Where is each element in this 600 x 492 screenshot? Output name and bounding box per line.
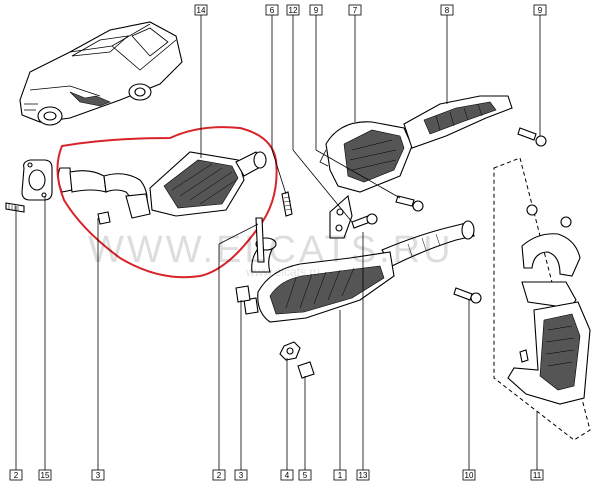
callout-15: 15 <box>38 469 52 481</box>
callout-12: 12 <box>286 4 300 16</box>
svg-text:5: 5 <box>303 471 308 480</box>
callout-9-right: 9 <box>533 4 547 16</box>
callout-10: 10 <box>462 469 476 481</box>
leader-lines <box>15 14 541 470</box>
callout-4: 4 <box>280 469 294 481</box>
svg-text:10: 10 <box>465 471 474 480</box>
callout-labels: 14 6 12 9 7 8 9 2 15 3 2 3 4 5 1 13 10 1… <box>9 4 547 481</box>
callout-1: 1 <box>333 469 347 481</box>
callout-5: 5 <box>298 469 312 481</box>
callout-13: 13 <box>356 469 370 481</box>
callout-2-left: 2 <box>9 469 23 481</box>
svg-text:2: 2 <box>14 471 19 480</box>
hanger-detail-box <box>493 157 591 441</box>
svg-text:14: 14 <box>197 6 206 15</box>
svg-text:12: 12 <box>289 6 298 15</box>
svg-text:3: 3 <box>239 471 244 480</box>
callout-3-left: 3 <box>91 469 105 481</box>
svg-text:2: 2 <box>217 471 222 480</box>
callout-9-top: 9 <box>309 4 323 16</box>
svg-text:1: 1 <box>338 471 343 480</box>
lower-catalyst-assembly <box>235 191 482 379</box>
callout-3-bottom: 3 <box>234 469 248 481</box>
heat-shield-assembly <box>319 95 547 212</box>
svg-text:13: 13 <box>359 471 368 480</box>
svg-text:11: 11 <box>533 471 542 480</box>
callout-14: 14 <box>194 4 208 16</box>
callout-7: 7 <box>348 4 362 16</box>
callout-8: 8 <box>440 4 454 16</box>
svg-text:7: 7 <box>353 6 358 15</box>
car-illustration <box>19 21 183 126</box>
svg-text:4: 4 <box>285 471 290 480</box>
callout-6: 6 <box>265 4 279 16</box>
catalytic-converter-assembly <box>5 151 267 225</box>
callout-2-bottom: 2 <box>212 469 226 481</box>
svg-text:9: 9 <box>538 6 543 15</box>
svg-text:3: 3 <box>96 471 101 480</box>
svg-text:15: 15 <box>41 471 50 480</box>
svg-text:9: 9 <box>314 6 319 15</box>
svg-text:8: 8 <box>445 6 450 15</box>
callout-11: 11 <box>530 469 544 481</box>
watermark-text: WWW.ELCATS.RU <box>88 229 454 271</box>
svg-text:6: 6 <box>270 6 275 15</box>
watermark-subtext: www.elcats.ru <box>245 265 320 279</box>
